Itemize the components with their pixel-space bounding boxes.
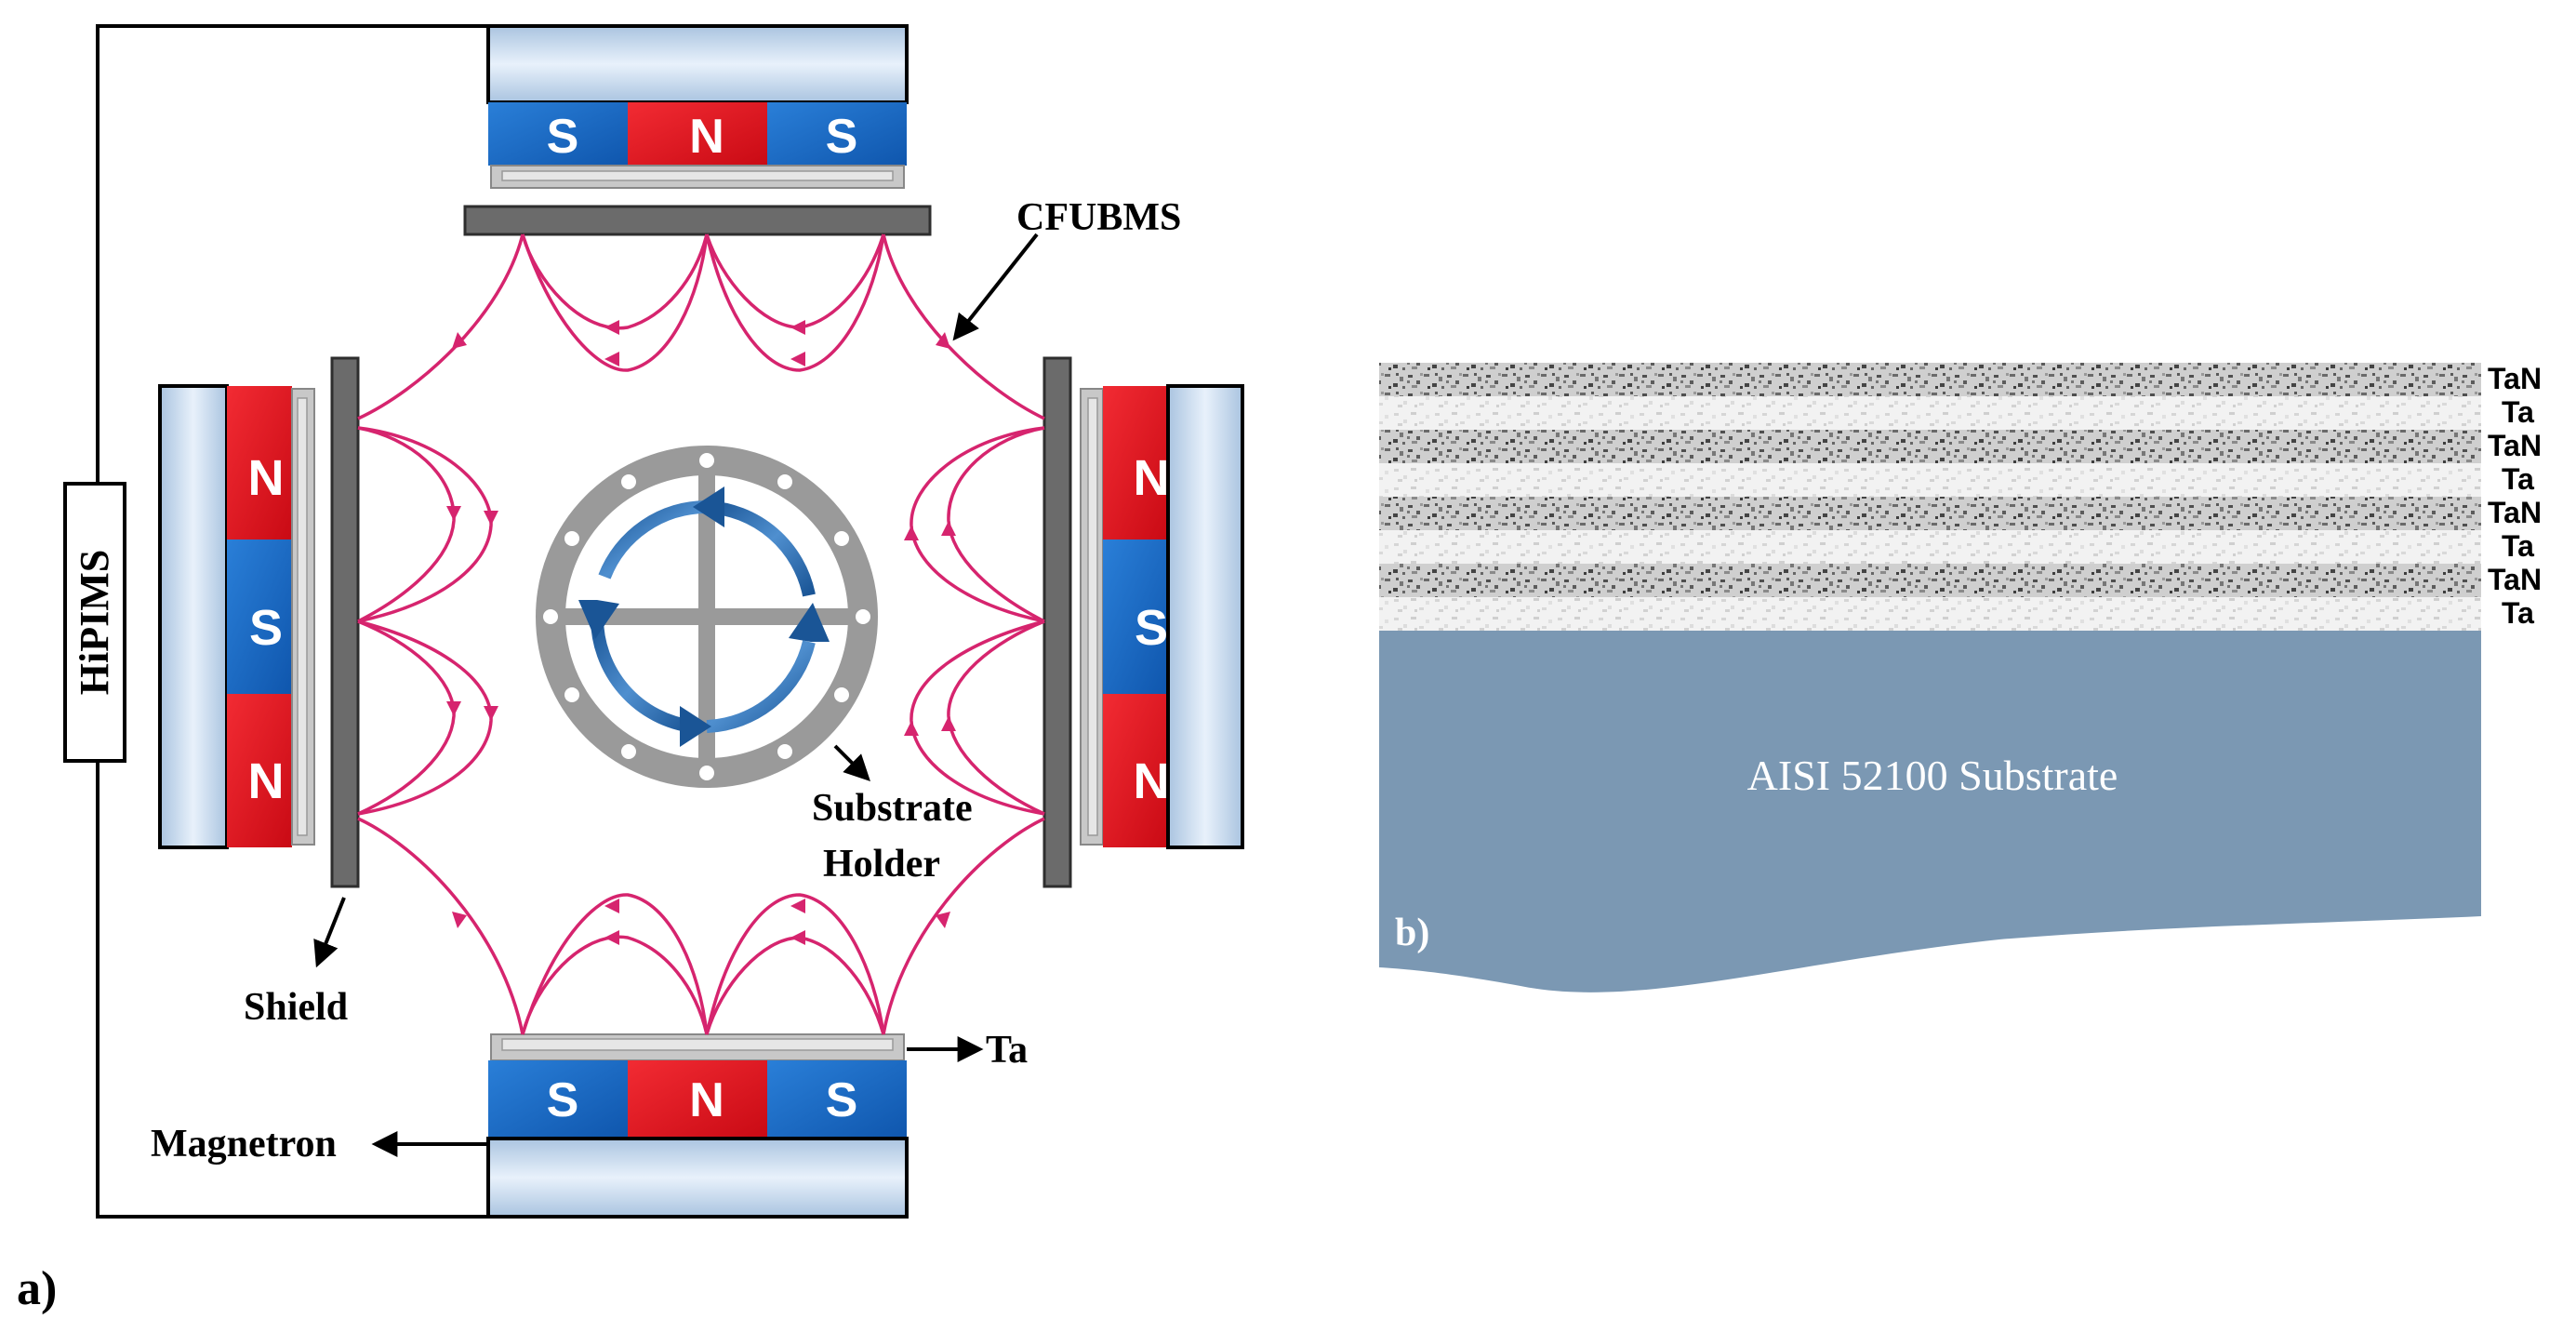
rotation-arrowheads: [578, 486, 830, 747]
right-shield: [1042, 356, 1072, 888]
magnetron-label: Magnetron: [151, 1123, 337, 1166]
field-line-arrowheads: [446, 320, 956, 945]
layer-2: [1379, 396, 2481, 430]
panel-a-label: a): [17, 1262, 57, 1315]
right-magnetron: N S N: [1042, 356, 1244, 888]
top-magnet-pole-2: N: [628, 102, 767, 166]
hipims-power-supply: HiPIMS: [63, 482, 126, 763]
hipims-circuit-wire: [96, 24, 488, 1219]
substrate-holder-label-line1: Substrate: [812, 787, 973, 830]
target-label: Ta: [986, 1029, 1028, 1072]
layer-8: [1379, 597, 2481, 631]
substrate-block: [1379, 631, 2481, 992]
layer-4: [1379, 463, 2481, 497]
top-magnetron: S N S: [463, 24, 932, 236]
svg-text:S: S: [826, 1073, 858, 1127]
layer-label-1: TaN: [2488, 362, 2542, 395]
layer-6: [1379, 530, 2481, 564]
bottom-magnet-pole-3: S: [767, 1060, 907, 1139]
top-magnet-pole-3: S: [767, 102, 907, 166]
cfubms-arrow: [952, 233, 1039, 341]
right-magnet-pole-3: N: [1103, 694, 1170, 847]
layer-labels: TaN Ta TaN Ta TaN Ta TaN Ta: [2488, 362, 2542, 630]
cfubms-label: CFUBMS: [1016, 196, 1181, 239]
bottom-magnet-pole-1: S: [488, 1060, 628, 1139]
rotation-arrows: [590, 500, 816, 733]
substrate-holder-arrow: [833, 744, 870, 781]
layer-5: [1379, 497, 2481, 530]
svg-text:N: N: [689, 1073, 724, 1127]
svg-text:S: S: [1135, 600, 1168, 656]
left-magnet-pole-2: S: [227, 539, 292, 694]
layer-label-2: Ta: [2502, 395, 2534, 429]
layer-label-8: Ta: [2502, 596, 2534, 630]
hipims-label: HiPIMS: [72, 550, 117, 695]
layer-3: [1379, 430, 2481, 463]
layer-label-4: Ta: [2502, 462, 2534, 496]
left-shield: [330, 356, 360, 888]
layer-label-5: TaN: [2488, 496, 2542, 529]
right-magnet-pole-1: N: [1103, 386, 1170, 539]
svg-text:N: N: [1134, 450, 1170, 506]
layer-1: [1379, 363, 2481, 396]
layer-label-6: Ta: [2502, 529, 2534, 563]
svg-text:S: S: [547, 110, 579, 164]
top-shield: [463, 205, 932, 236]
multilayer-coating-stack: [1379, 363, 2481, 631]
shield-arrow: [313, 897, 346, 968]
svg-text:S: S: [249, 600, 283, 656]
bottom-magnetron: S N S: [486, 1033, 909, 1219]
svg-text:N: N: [248, 753, 285, 809]
callout-arrows: [313, 233, 1039, 1157]
top-magnet-pole-1: S: [488, 102, 628, 166]
layer-label-3: TaN: [2488, 429, 2542, 462]
left-magnet-pole-3: N: [227, 694, 292, 847]
svg-text:S: S: [826, 110, 858, 164]
svg-text:N: N: [248, 450, 285, 506]
layer-7: [1379, 564, 2481, 597]
left-magnetron: N S N: [158, 356, 360, 888]
shield-label: Shield: [244, 986, 348, 1029]
svg-text:S: S: [547, 1073, 579, 1127]
substrate-label: AISI 52100 Substrate: [1747, 752, 2118, 799]
panel-b-label: b): [1395, 912, 1429, 954]
left-magnet-pole-1: N: [227, 386, 292, 539]
right-magnet-pole-2: S: [1103, 539, 1168, 694]
substrate-holder-label-line2: Holder: [823, 843, 940, 886]
layer-label-7: TaN: [2488, 563, 2542, 596]
svg-text:N: N: [1134, 753, 1170, 809]
svg-text:N: N: [689, 110, 724, 164]
bottom-magnet-pole-2: N: [628, 1060, 767, 1139]
